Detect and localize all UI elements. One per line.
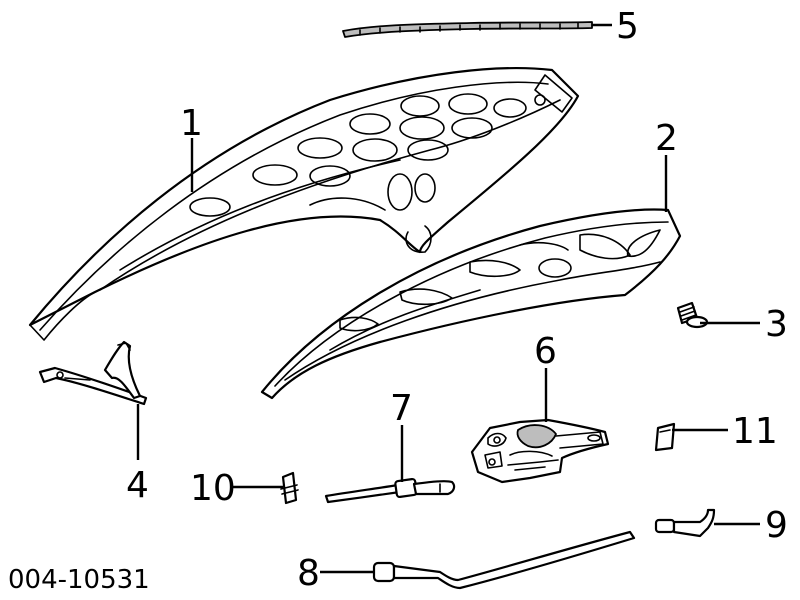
callout-2: 2 <box>655 118 678 159</box>
callout-8: 8 <box>297 553 320 594</box>
part-1-hood-panel <box>28 67 580 341</box>
callout-labels: 1 2 3 4 5 6 7 8 9 10 11 <box>126 6 788 594</box>
callout-7: 7 <box>390 388 413 429</box>
part-8-prop-rod <box>372 530 636 590</box>
callout-9: 9 <box>765 505 788 546</box>
part-9-rod-end <box>654 508 716 538</box>
callout-10: 10 <box>190 468 236 509</box>
leader-lines <box>136 23 760 574</box>
part-2-inner-panel <box>260 208 682 400</box>
callout-1: 1 <box>180 103 203 144</box>
document-number: 004-10531 <box>8 565 150 595</box>
part-7-release-cable <box>324 477 456 504</box>
part-11-pad <box>654 422 676 452</box>
callout-6: 6 <box>534 331 557 372</box>
callout-11: 11 <box>732 411 778 452</box>
part-10-clip <box>280 471 299 505</box>
callout-5: 5 <box>616 6 639 47</box>
callout-3: 3 <box>765 304 788 345</box>
part-5-seal <box>342 21 593 38</box>
callout-4: 4 <box>126 465 149 506</box>
part-6-latch <box>470 418 610 484</box>
part-4-hinge <box>38 340 148 406</box>
